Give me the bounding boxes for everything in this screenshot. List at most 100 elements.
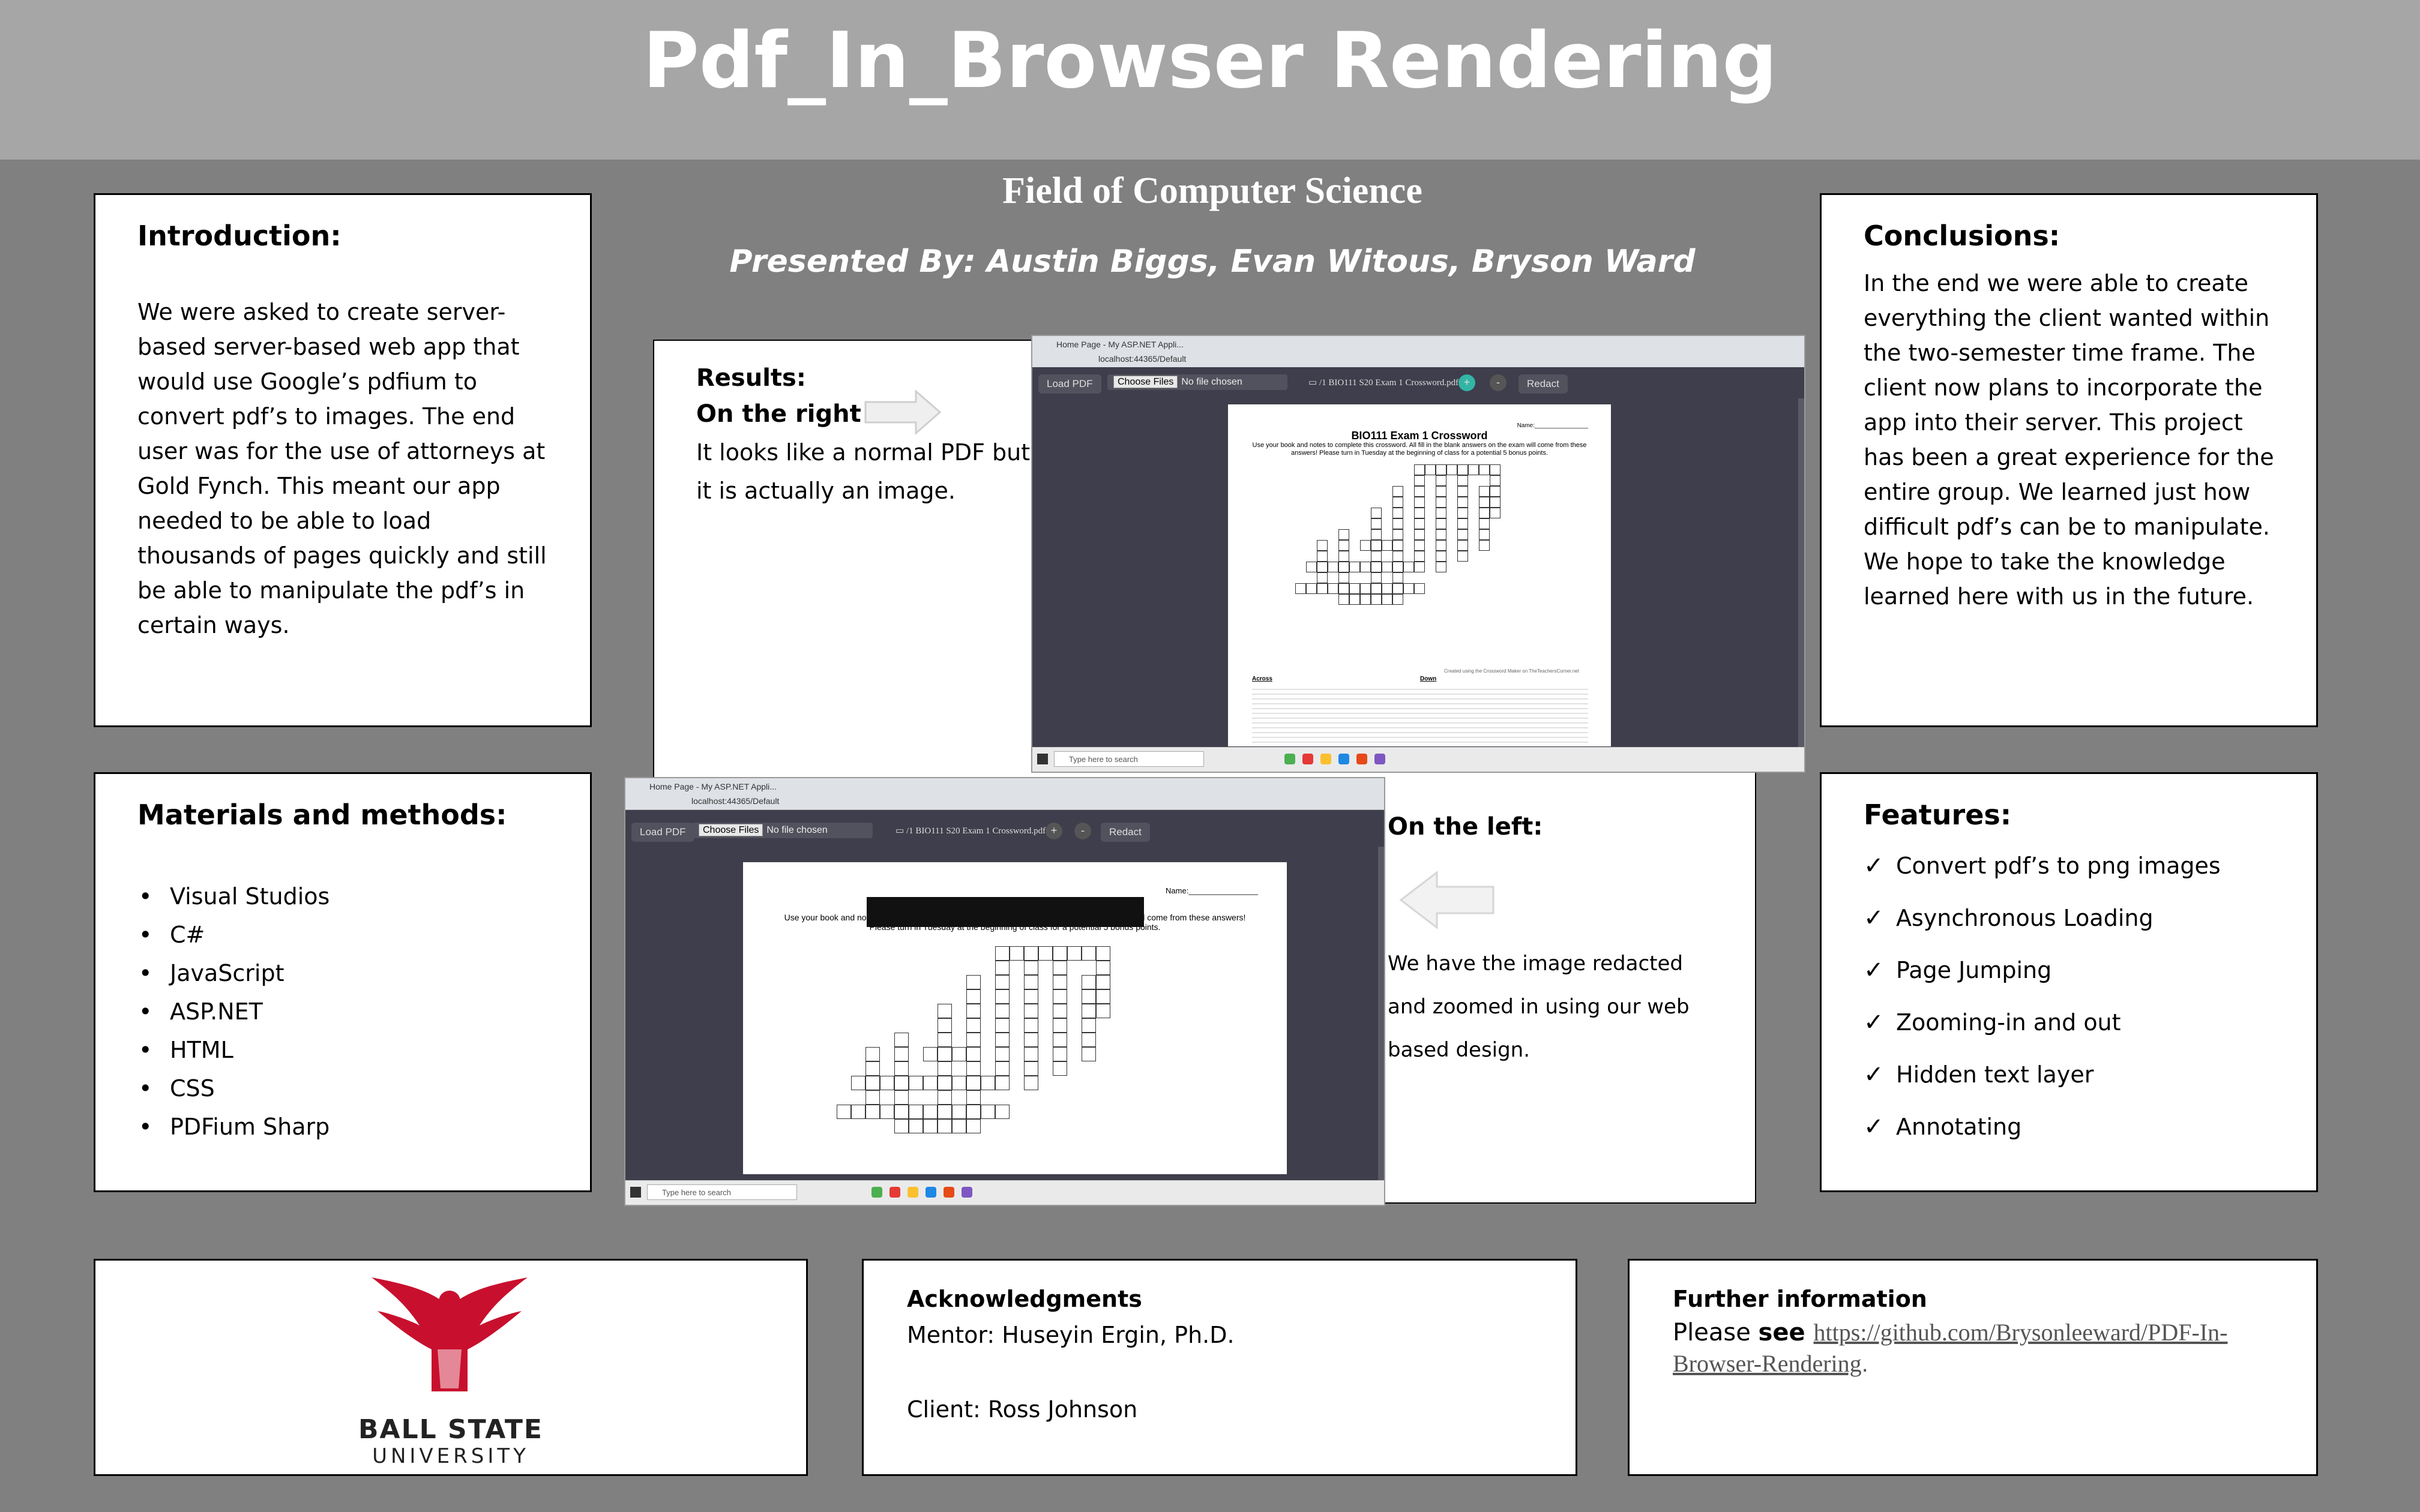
list-item: ✓Hidden text layer bbox=[1864, 1049, 2274, 1101]
windows-start-icon[interactable] bbox=[1037, 754, 1048, 764]
crossword-cell bbox=[1096, 961, 1110, 975]
redact-button[interactable]: Redact bbox=[1101, 823, 1150, 842]
page-indicator: ▭ /1 BIO111 S20 Exam 1 Crossword.pdf bbox=[895, 826, 1046, 836]
crossword-cell bbox=[1024, 1033, 1038, 1047]
crossword-cell bbox=[894, 1061, 909, 1076]
crossword-cell bbox=[952, 1119, 966, 1133]
further-info-text: Please see https://github.com/Brysonleew… bbox=[1673, 1319, 2228, 1377]
crossword-cell bbox=[1024, 946, 1038, 961]
zoom-in-button[interactable]: + bbox=[1458, 374, 1475, 391]
crossword-cell bbox=[1338, 594, 1349, 605]
scrollbar[interactable] bbox=[1378, 847, 1384, 1183]
choose-files-button[interactable]: Choose Files bbox=[1113, 376, 1178, 388]
list-item: ✓Convert pdf’s to png images bbox=[1864, 840, 2274, 892]
crossword-cell bbox=[1349, 594, 1360, 605]
crossword-cell bbox=[1096, 1004, 1110, 1018]
folder-icon[interactable] bbox=[1320, 754, 1331, 764]
visual-studio-icon[interactable] bbox=[962, 1187, 972, 1198]
doc-title: BIO111 Exam 1 Crossword bbox=[1351, 430, 1488, 442]
crossword-cell bbox=[1392, 497, 1403, 508]
crossword-cell bbox=[865, 1105, 880, 1119]
taskbar-search[interactable]: Type here to search bbox=[1054, 751, 1204, 767]
crossword-cell bbox=[966, 1047, 981, 1061]
crossword-cell bbox=[1082, 1047, 1096, 1061]
conclusions-text: In the end we were able to create everyt… bbox=[1864, 270, 2274, 610]
crossword-cell bbox=[865, 1076, 880, 1090]
crossword-cell bbox=[966, 975, 981, 989]
github-link[interactable]: https://github.com/Brysonleeward/PDF-In-… bbox=[1673, 1319, 2228, 1377]
doc-down-label: Down bbox=[1420, 676, 1437, 682]
results-heading: Results: On the right bbox=[696, 360, 861, 432]
office-icon[interactable] bbox=[944, 1187, 954, 1198]
materials-list: •Visual Studios •C# •JavaScript •ASP.NET… bbox=[137, 877, 548, 1146]
browser-chrome: Home Page - My ASP.NET Appli... localhos… bbox=[1032, 336, 1804, 368]
windows-start-icon[interactable] bbox=[630, 1187, 641, 1198]
visual-studio-icon[interactable] bbox=[1374, 754, 1385, 764]
taskbar-search[interactable]: Type here to search bbox=[647, 1184, 797, 1200]
scrollbar[interactable] bbox=[1798, 398, 1804, 749]
folder-icon[interactable] bbox=[908, 1187, 918, 1198]
crossword-cell bbox=[1024, 1047, 1038, 1061]
crossword-cell bbox=[1479, 497, 1490, 508]
results-left-label: On the left: bbox=[1388, 813, 1543, 841]
load-pdf-button[interactable]: Load PDF bbox=[1038, 374, 1101, 394]
list-item: ✓Asynchronous Loading bbox=[1864, 892, 2274, 944]
crossword-cell bbox=[1024, 1018, 1038, 1033]
zoom-out-button[interactable]: - bbox=[1074, 823, 1091, 839]
crossword-cell bbox=[1024, 989, 1038, 1004]
chrome-icon[interactable] bbox=[871, 1187, 882, 1198]
crossword-cell bbox=[894, 1033, 909, 1047]
crossword-cell bbox=[1457, 486, 1468, 497]
office-icon[interactable] bbox=[1356, 754, 1367, 764]
introduction-heading: Introduction: bbox=[137, 220, 342, 252]
zoom-in-button[interactable]: + bbox=[1046, 823, 1062, 839]
crossword-cell bbox=[1446, 464, 1457, 475]
redact-button[interactable]: Redact bbox=[1519, 374, 1568, 394]
crossword-cell bbox=[1371, 583, 1382, 594]
crossword-cell bbox=[1053, 1061, 1067, 1076]
crossword-cell bbox=[981, 1076, 995, 1090]
crossword-cell bbox=[1338, 540, 1349, 551]
zoom-out-button[interactable]: - bbox=[1490, 374, 1506, 391]
crossword-cell bbox=[1053, 1047, 1067, 1061]
crossword-cell bbox=[938, 1018, 952, 1033]
crossword-cell bbox=[1338, 529, 1349, 540]
crossword-cell bbox=[1392, 508, 1403, 518]
store-icon[interactable] bbox=[1338, 754, 1349, 764]
materials-heading: Materials and methods: bbox=[137, 799, 507, 831]
acknowledgments-box: Acknowledgments Mentor: Huseyin Ergin, P… bbox=[862, 1259, 1577, 1476]
choose-files-button[interactable]: Choose Files bbox=[699, 824, 763, 836]
mentor-text: Mentor: Huseyin Ergin, Ph.D. bbox=[907, 1322, 1235, 1348]
crossword-cell bbox=[938, 1047, 952, 1061]
crossword-cell bbox=[880, 1076, 894, 1090]
crossword-cell bbox=[995, 961, 1010, 975]
cardinal-logo-icon bbox=[372, 1277, 528, 1391]
crossword-cell bbox=[1317, 551, 1328, 562]
crossword-cell bbox=[1414, 518, 1425, 529]
crossword-cell bbox=[1490, 464, 1500, 475]
opera-icon[interactable] bbox=[1302, 754, 1313, 764]
list-item: •ASP.NET bbox=[139, 998, 263, 1025]
chrome-icon[interactable] bbox=[1284, 754, 1295, 764]
crossword-cell bbox=[1338, 562, 1349, 572]
store-icon[interactable] bbox=[926, 1187, 936, 1198]
opera-icon[interactable] bbox=[889, 1187, 900, 1198]
further-info-heading: Further information bbox=[1673, 1286, 1927, 1312]
load-pdf-button[interactable]: Load PDF bbox=[631, 823, 694, 842]
crossword-cell bbox=[894, 1076, 909, 1090]
crossword-cell bbox=[1053, 975, 1067, 989]
crossword-cell bbox=[1360, 594, 1371, 605]
crossword-cell bbox=[1490, 475, 1500, 486]
crossword-cell bbox=[1457, 464, 1468, 475]
crossword-cell bbox=[1096, 975, 1110, 989]
crossword-cell bbox=[1403, 562, 1414, 572]
crossword-cell bbox=[1317, 572, 1328, 583]
crossword-cell bbox=[952, 1047, 966, 1061]
crossword-cell bbox=[865, 1061, 880, 1076]
crossword-cell bbox=[1328, 562, 1338, 572]
crossword-cell bbox=[1392, 540, 1403, 551]
crossword-cell bbox=[1067, 946, 1082, 961]
further-info-box: Further information Please see https://g… bbox=[1628, 1259, 2318, 1476]
